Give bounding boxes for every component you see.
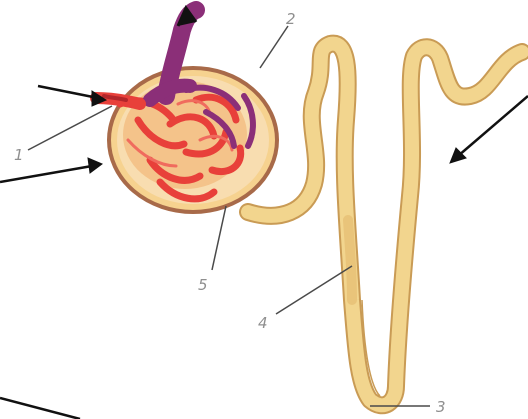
label-5: 5 [198, 276, 208, 294]
label-3: 3 [436, 398, 446, 416]
part-labels: 1 2 5 4 3 [14, 10, 446, 416]
tubule-system [248, 44, 522, 406]
renal-tubule-lumen [248, 44, 522, 406]
label-1: 1 [14, 146, 24, 164]
label-2: 2 [286, 10, 296, 28]
capsule-arrow [0, 166, 92, 182]
bottom-pointer [0, 398, 80, 419]
blood-in-arrow [38, 86, 98, 98]
label-4: 4 [258, 314, 268, 332]
descending-limb-thick [348, 220, 352, 300]
